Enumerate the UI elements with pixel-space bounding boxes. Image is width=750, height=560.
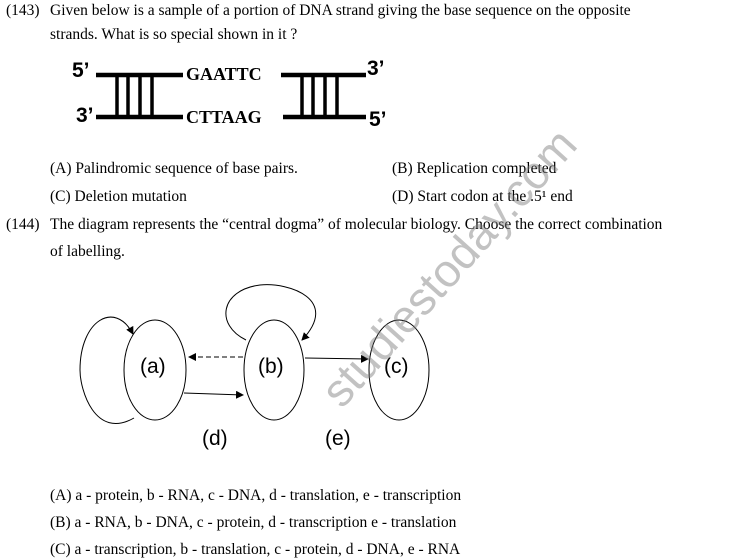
label-e: (e) xyxy=(325,427,351,450)
dna-top-sequence: GAATTC xyxy=(186,64,262,84)
q144-option-a[interactable]: (A) a - protein, b - RNA, c - DNA, d - t… xyxy=(50,487,462,504)
q143-option-b[interactable]: (B) Replication completed xyxy=(392,160,557,177)
dna-bottom-left-end: 3’ xyxy=(76,104,94,127)
q144-option-b[interactable]: (B) a - RNA, b - DNA, c - protein, d - t… xyxy=(50,514,457,531)
q143-option-d[interactable]: (D) Start codon at the .5¹ end xyxy=(392,188,573,205)
dna-bottom-right-end: 5’ xyxy=(369,108,387,131)
q144-number: (144) xyxy=(6,216,40,233)
q144-option-c[interactable]: (C) a - transcription, b - translation, … xyxy=(50,541,461,558)
dna-top-left-end: 5’ xyxy=(72,59,90,82)
q144-text-line2: of labelling. xyxy=(50,243,125,260)
node-b-label: (b) xyxy=(258,355,284,378)
dna-bottom-sequence: CTTAAG xyxy=(186,107,262,127)
q144-text-line1: The diagram represents the “central dogm… xyxy=(50,216,663,233)
self-loop-b-arrow xyxy=(225,284,317,341)
q143-option-c[interactable]: (C) Deletion mutation xyxy=(50,188,187,205)
q143-number: (143) xyxy=(6,2,40,19)
q143-text-line2: strands. What is so special shown in it … xyxy=(50,26,298,43)
q143-text-line1: Given below is a sample of a portion of … xyxy=(50,2,631,19)
arrow-a-to-b xyxy=(183,390,244,399)
dna-top-right-end: 3’ xyxy=(367,57,385,80)
label-d: (d) xyxy=(202,427,228,450)
node-a-label: (a) xyxy=(140,355,166,378)
self-loop-a-arrow xyxy=(79,316,135,424)
q143-option-a[interactable]: (A) Palindromic sequence of base pairs. xyxy=(50,160,298,177)
node-c-label: (c) xyxy=(384,355,409,378)
